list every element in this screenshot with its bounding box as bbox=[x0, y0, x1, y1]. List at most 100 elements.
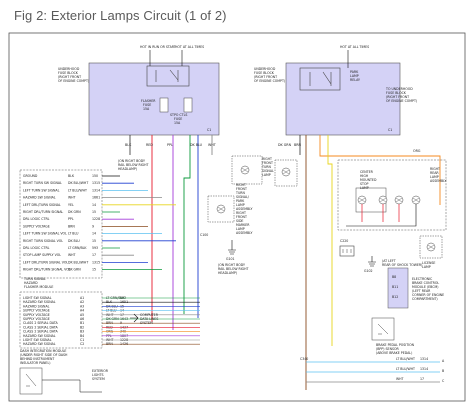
flasher-pin-wire: DK GRN bbox=[68, 210, 81, 214]
fuse-flasher bbox=[159, 97, 169, 113]
computer-arrow bbox=[130, 313, 139, 323]
dash-pin-id: B2 bbox=[80, 325, 84, 329]
rear-lamp-cluster: CENTER HIGH MOUNTED STOP LAMP RIGHT REAR… bbox=[337, 159, 447, 231]
dash-pin-id: A5 bbox=[80, 313, 84, 317]
right-front-turn-box bbox=[274, 159, 298, 187]
rf-turn-label-3: SIGNAL/ bbox=[236, 195, 250, 199]
ebcm: B8 B11 B12 ELECTRONIC BRAKE CONTROL MODU… bbox=[387, 267, 444, 309]
dash-module-2: BEHIND INSTRUMENT bbox=[20, 357, 54, 361]
side-pin-wire: LT BLU/WHT bbox=[396, 367, 415, 371]
fuse-block-right: UNDERHOOD FUSE BLOCK (RIGHT FRONT OF ENG… bbox=[254, 45, 417, 136]
dash-pin-id: B4 bbox=[80, 334, 84, 338]
dash-pin-label: HAZARD SW SIGNAL bbox=[23, 300, 56, 304]
to-fuse-1: FUSE BLOCK bbox=[386, 91, 407, 95]
ebcm-label-1: BRAKE CONTROL bbox=[412, 281, 439, 285]
label-ppl: PPL bbox=[167, 143, 173, 147]
flasher-pin-circuit: 593 bbox=[92, 246, 98, 250]
stop-fuse-0: STPO CTLS bbox=[170, 113, 187, 117]
dash-pin-label: LIGHT SW SIGNAL bbox=[23, 296, 52, 300]
flasher-pin-circuit: 1661 bbox=[92, 196, 100, 200]
ground-g101: G101 bbox=[226, 257, 235, 261]
label-red: RED bbox=[146, 143, 153, 147]
flasher-pin-circuit: 17 bbox=[92, 253, 96, 257]
dash-pin-id: A6 bbox=[80, 317, 84, 321]
flasher-label-2: FLASHER MODULE bbox=[24, 285, 53, 289]
fuse-left-label-3: OF ENGINE COMPT) bbox=[58, 79, 89, 83]
dash-module-box bbox=[19, 291, 103, 349]
fuse-left-label-2: (RIGHT FRONT bbox=[58, 75, 81, 79]
dash-pin-id: A1 bbox=[80, 296, 84, 300]
flasher-fuse-0: FLASHER bbox=[141, 99, 156, 103]
flasher-pin-name: HAZARD SW SIGNAL bbox=[23, 196, 56, 200]
front-ground-symbol bbox=[228, 240, 236, 255]
rf-side-label-3: MARKER bbox=[236, 223, 250, 227]
flasher-pin-circuit: 1228 bbox=[92, 217, 100, 221]
rear-lamp-dashed-box bbox=[337, 159, 447, 231]
rf-turn-filament bbox=[241, 167, 249, 173]
dash-pin-id: C2 bbox=[80, 342, 84, 346]
flasher-pin-name: LEFT TURN SW SIGNAL VOL bbox=[23, 232, 67, 236]
fuse-stop bbox=[183, 97, 193, 113]
side-pin-id: C bbox=[442, 379, 445, 383]
exterior-lights-1: LIGHTS bbox=[92, 373, 104, 377]
flasher-pin-circuit: 1315 bbox=[92, 181, 100, 185]
flasher-pin-name: RIGHT DRL/TURN SIGNAL bbox=[23, 210, 63, 214]
flasher-pin-name: RIGHT DRL/TURN SIGNAL VOL bbox=[23, 268, 71, 272]
rrl-label-3: ASSEMBLY bbox=[430, 179, 447, 183]
flasher-pin-name: STOP LAMP SUPPLY VOL bbox=[23, 253, 61, 257]
exterior-lights-2: SYSTEM bbox=[92, 377, 105, 381]
wire-yel-right bbox=[327, 135, 333, 346]
right-front-turn-lamp: RIGHT FRONT TURN SIGNAL LAMP bbox=[261, 157, 298, 187]
dash-module-3: INSULATOR PANEL) bbox=[20, 361, 50, 365]
flasher-pin-wire: DK BLU bbox=[68, 239, 80, 243]
rft-label-0: RIGHT bbox=[262, 157, 272, 161]
rrl-label-2: LAMP bbox=[430, 175, 439, 179]
dash-pin-id: B1 bbox=[80, 321, 84, 325]
to-fuse-2: (RIGHT FRONT bbox=[386, 95, 409, 99]
rf-side-label-0: RIGHT bbox=[236, 211, 246, 215]
dash-module-1: (UNDER RIGHT SIDE OF DASH bbox=[20, 353, 68, 357]
relay-label-0: PARK bbox=[350, 70, 359, 74]
fuse-left-hot-run: HOT IN RUN OR START bbox=[140, 45, 176, 49]
rear-bulb-c-filament bbox=[412, 197, 420, 203]
flasher-label-0: TURN SIGNAL bbox=[23, 277, 46, 281]
fuse-left-hot-all: HOT AT ALL TIMES bbox=[175, 45, 204, 49]
ebcm-pin-0: B8 bbox=[392, 275, 396, 279]
brake-switch-contact bbox=[377, 323, 389, 335]
flasher-pin-wire: DK BLU/WHT bbox=[68, 260, 88, 264]
flasher-pin-circuit: 15 bbox=[92, 268, 96, 272]
license-lamp-box bbox=[419, 235, 443, 259]
mid-wires bbox=[102, 175, 200, 345]
rf-turn-label-2: TURN bbox=[235, 191, 245, 195]
ground-note-2: HEADLAMP) bbox=[118, 167, 137, 171]
dash-pin-label: CLASS 2 SERIAL DATA bbox=[23, 325, 59, 329]
flasher-pin-circuit: 150 bbox=[92, 174, 98, 178]
chm-label-0: CENTER bbox=[360, 170, 374, 174]
front-note-1: RAIL BELOW RIGHT bbox=[218, 267, 249, 271]
ebcm-label-2: MODULE (EBCM) bbox=[412, 285, 438, 289]
brake-switch-box bbox=[371, 317, 395, 341]
fuse-right-code: C1 bbox=[388, 128, 392, 132]
side-pin-id: A bbox=[442, 359, 445, 363]
flasher-pin-name: DRL LOGIC CTRL bbox=[23, 217, 50, 221]
rf-turn-label-0: RIGHT bbox=[236, 183, 246, 187]
dash-pin-label: HAZARD SIGNAL bbox=[23, 304, 50, 308]
dash-pin-id: A3 bbox=[80, 304, 84, 308]
dash-pin-label: CLASS 2 SERIAL DATA bbox=[23, 321, 59, 325]
flasher-fuse-1: FUSE bbox=[143, 103, 151, 107]
flasher-module: TURN SIGNAL HAZARD FLASHER MODULE GROUND… bbox=[19, 169, 103, 289]
label-wht: WHT bbox=[208, 143, 217, 147]
rear-wire-blk bbox=[346, 204, 417, 227]
connector-c220: C220 bbox=[340, 239, 348, 243]
fuse-right-label-3: OF ENGINE COMPT) bbox=[254, 79, 285, 83]
rear-note-1: REAR OF SHOCK TOWER) bbox=[382, 263, 422, 267]
rf-side-label-4: LAMP bbox=[236, 227, 245, 231]
exterior-lights-0: EXTERIOR bbox=[92, 369, 109, 373]
rf-side-label-1: FRONT bbox=[236, 215, 247, 219]
exterior-wire bbox=[42, 379, 102, 393]
side-pin-circuit: 17 bbox=[420, 377, 424, 381]
flasher-pin-circuit: 15 bbox=[92, 239, 96, 243]
